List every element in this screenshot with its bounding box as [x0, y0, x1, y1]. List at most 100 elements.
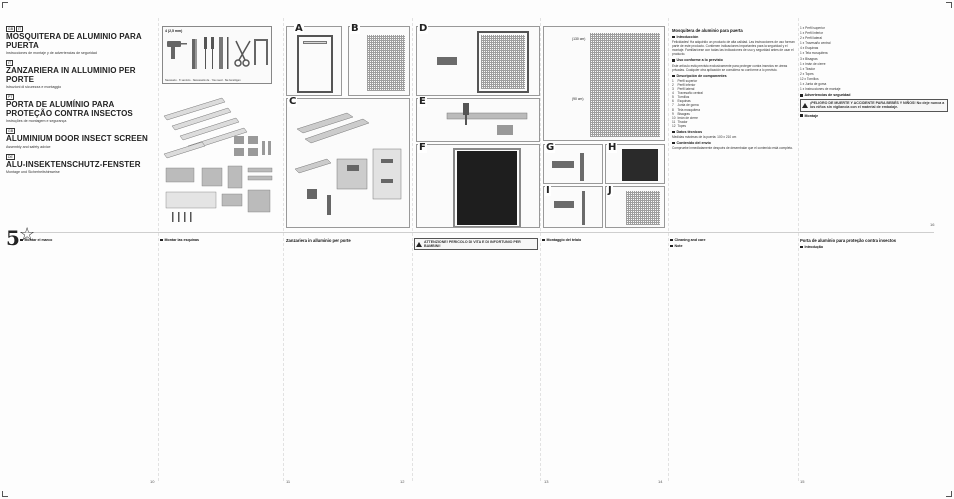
bracket-drawing [580, 153, 584, 181]
cover-title: Mosquitera de aluminio para puerta [6, 32, 142, 50]
figure-label-g: G [545, 142, 556, 153]
screwdriver-icon [204, 37, 207, 69]
tools-illustration [167, 37, 268, 69]
list-item: 1 x Tirador [800, 66, 816, 71]
horizontal-divider [20, 232, 934, 233]
page-number: 13 [544, 479, 549, 484]
use-text: Este artículo está previsto exclusivamen… [672, 63, 788, 72]
mesh-drawing [626, 191, 660, 225]
figure-label-i: I [545, 185, 551, 196]
subheading: Note [670, 244, 796, 248]
subheading-delivery: Contenido del envío [672, 141, 796, 145]
cover-title: Aluminium door insect screen [6, 134, 148, 143]
cover-subtitle: Instrucciones de montaje y de advertenci… [6, 51, 97, 55]
cover-block-pt: PT Porta de alumínio para proteção contr… [6, 94, 156, 123]
bottom-column-4: ATTENZIONE! PERICOLO DI VITA E DI INFORT… [414, 236, 538, 476]
cover-subtitle: Instruções de montagem e segurança [6, 119, 67, 123]
brand-number: 5 [6, 226, 20, 250]
figure-a [286, 26, 342, 96]
cover-block-it: IT Zanzariera in alluminio per porte Ist… [6, 60, 156, 89]
star-icon: ☆ [19, 224, 36, 244]
subheading-use: Uso conforme a lo previsto [672, 58, 796, 62]
top-dimension-label: (130 cm) [572, 37, 586, 41]
subheading: Montar el marco [20, 238, 154, 242]
screen-frame-drawing [453, 148, 521, 227]
figure-label-h: H [607, 142, 618, 153]
figure-label-d: D [418, 23, 429, 34]
subheading-mount: Montaje [800, 114, 948, 118]
assembly-drawing [294, 112, 402, 215]
rail-drawing [582, 191, 585, 225]
delivery-list: 1 x Perfil superior 1 x Perfil inferior … [800, 26, 948, 91]
figure-label-f: F [418, 142, 427, 153]
crop-mark [946, 2, 952, 8]
section-heading: Zanzariera in alluminio per porte [286, 238, 351, 243]
figure-label-c: C [288, 96, 298, 107]
cover-title: Alu-Insektenschutz-Fenster [6, 159, 141, 169]
figure-label-b: B [350, 23, 360, 34]
flag-badge: GB [6, 26, 16, 32]
page-number: 15 [800, 479, 805, 484]
ruler-icon [219, 37, 223, 69]
list-item: 2 x Perfil lateral [800, 36, 822, 41]
page-number: 11 [286, 479, 291, 484]
page-number: 16 [930, 222, 935, 227]
cover-subtitle: Istruzioni di sicurezza e montaggio [6, 85, 62, 89]
contents-column: 1 x Perfil superior 1 x Perfil inferior … [800, 26, 948, 226]
bottom-column-3: Zanzariera in alluminio per porte [286, 236, 410, 476]
list-item: 1 x Imán de cierre [800, 61, 826, 66]
figure-label-a: A [294, 23, 304, 34]
frame-strip [303, 41, 327, 44]
parts-illustration [162, 96, 277, 226]
screwing-drawing [446, 103, 528, 135]
hacksaw-icon [254, 39, 268, 65]
cover-title: Zanzariera in alluminio per porte [6, 66, 136, 84]
figure-i [543, 186, 603, 228]
tools-needed-box: 4 (2,5 mm) Necesario · 6' servicio · Nec… [162, 26, 272, 84]
flag-badge: IT [16, 26, 24, 32]
flag-badge: PT [6, 94, 15, 100]
list-item: 1 x Travesaño central [800, 41, 831, 46]
bottom-column-7: Porta de alumínio para proteção contra i… [800, 236, 948, 476]
warning-icon [802, 102, 808, 108]
section-heading: Porta de alumínio para proteção contra i… [800, 238, 897, 243]
cover-subtitle: Montage und Sicherheitshinweise [6, 170, 60, 174]
figure-d [416, 26, 540, 96]
flag-badge: GB [6, 128, 16, 134]
fold-line [283, 18, 284, 481]
figure-label-j: J [607, 185, 613, 196]
mesh-drawing [367, 35, 405, 91]
cover-block-de: DE Alu-Insektenschutz-Fenster Montage un… [6, 153, 156, 174]
page-number: 14 [658, 479, 663, 484]
fold-line [412, 18, 413, 481]
pencil-icon [227, 37, 229, 69]
list-item: 1 x Instrucciones de montaje [800, 87, 841, 92]
figure-j [605, 186, 665, 228]
fold-line [158, 18, 159, 481]
saw-icon [192, 39, 197, 69]
mesh-panel-illustration: (130 cm) (90 cm) [543, 26, 665, 141]
drill-icon [437, 57, 457, 65]
page-number: 10 [150, 479, 155, 484]
subheading-intro: Introducción [672, 35, 796, 39]
warning-heading: ¡PELIGRO DE MUERTE Y ACCIDENTE PARA BEBÉ… [802, 101, 946, 109]
section-heading: Mosquitera de aluminio para puerta [672, 28, 743, 33]
drill-icon [167, 41, 187, 59]
door-frame-drawing [297, 35, 333, 93]
parts-drawing [163, 97, 273, 222]
list-item: 3 x Bisagras [800, 56, 818, 61]
page-number: 12 [400, 479, 405, 484]
subheading-tech: Datos técnicos [672, 130, 796, 134]
